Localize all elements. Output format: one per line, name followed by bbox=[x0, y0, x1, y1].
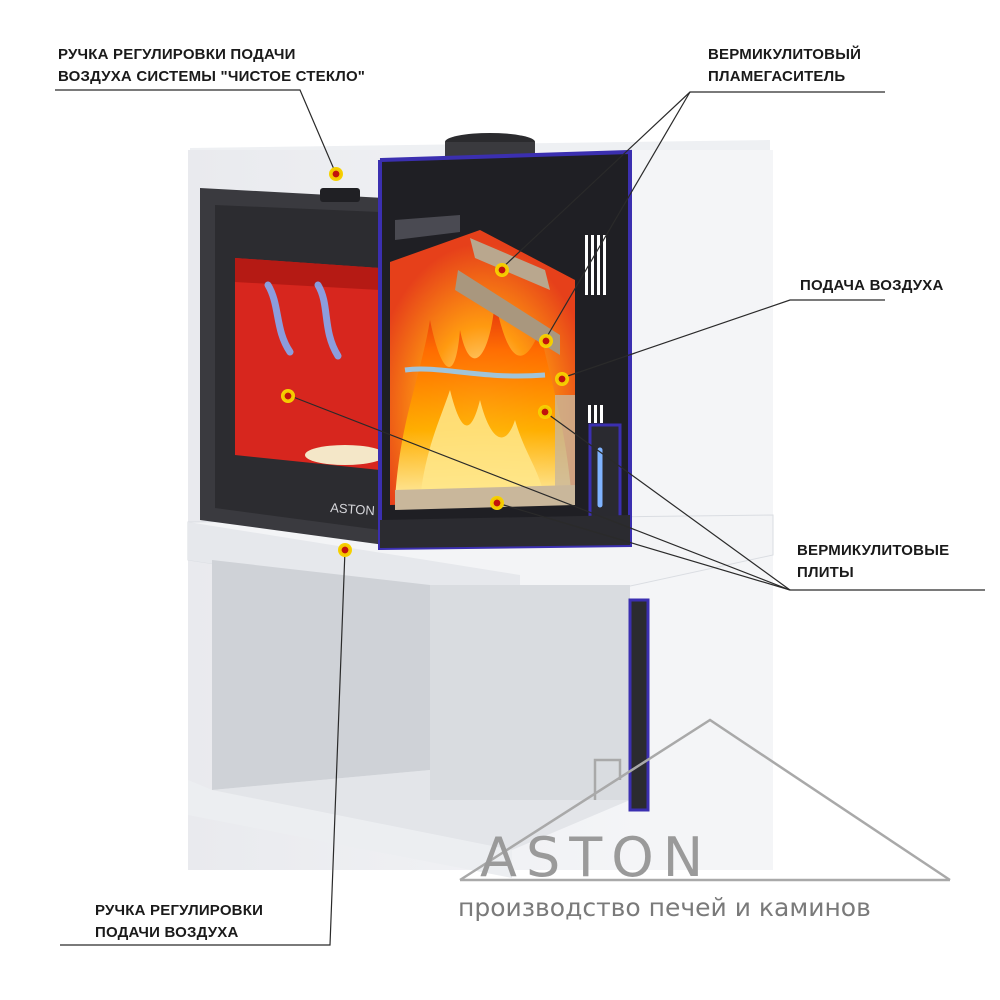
callout-line: РУЧКА РЕГУЛИРОВКИ bbox=[95, 902, 264, 919]
callout-line: ВОЗДУХА СИСТЕМЫ "ЧИСТОЕ СТЕКЛО" bbox=[58, 68, 366, 85]
marker-air-handle bbox=[338, 543, 352, 557]
door-logo: ASTON bbox=[330, 500, 376, 518]
callout-line: ПОДАЧА ВОЗДУХА bbox=[800, 277, 944, 294]
marker-plate-left bbox=[281, 389, 295, 403]
cutaway-firebox bbox=[378, 149, 650, 812]
marker-glass-handle bbox=[329, 167, 343, 181]
callout-glass-air-handle: РУЧКА РЕГУЛИРОВКИ ПОДАЧИ ВОЗДУХА СИСТЕМЫ… bbox=[58, 44, 365, 88]
marker-plate-right bbox=[538, 405, 552, 419]
marker-flame-arrester-2 bbox=[539, 334, 553, 348]
brand-house-icon bbox=[459, 718, 951, 882]
callout-vermiculite-plates: ВЕРМИКУЛИТОВЫЕ ПЛИТЫ bbox=[797, 540, 949, 584]
leader-lines bbox=[55, 89, 985, 946]
glass-chamber bbox=[235, 258, 385, 470]
callout-line: ВЕРМИКУЛИТОВЫЙ bbox=[708, 46, 862, 63]
marker-air-supply bbox=[555, 372, 569, 386]
callout-line: ПОДАЧИ ВОЗДУХА bbox=[95, 924, 239, 941]
brand-name: ASTON bbox=[480, 826, 713, 889]
callout-line: ПЛИТЫ bbox=[797, 564, 854, 581]
markers bbox=[281, 167, 569, 557]
marker-plate-bottom bbox=[490, 496, 504, 510]
marker-flame-arrester-1 bbox=[495, 263, 509, 277]
callout-line: ВЕРМИКУЛИТОВЫЕ bbox=[797, 542, 950, 559]
callout-line: РУЧКА РЕГУЛИРОВКИ ПОДАЧИ bbox=[58, 46, 296, 63]
callout-line: ПЛАМЕГАСИТЕЛЬ bbox=[708, 68, 846, 85]
callout-flame-arrester: ВЕРМИКУЛИТОВЫЙ ПЛАМЕГАСИТЕЛЬ bbox=[708, 44, 861, 88]
callout-air-supply: ПОДАЧА ВОЗДУХА bbox=[800, 275, 944, 297]
brand-tagline: производство печей и каминов bbox=[458, 893, 871, 922]
callout-air-handle: РУЧКА РЕГУЛИРОВКИ ПОДАЧИ ВОЗДУХА bbox=[95, 900, 263, 944]
